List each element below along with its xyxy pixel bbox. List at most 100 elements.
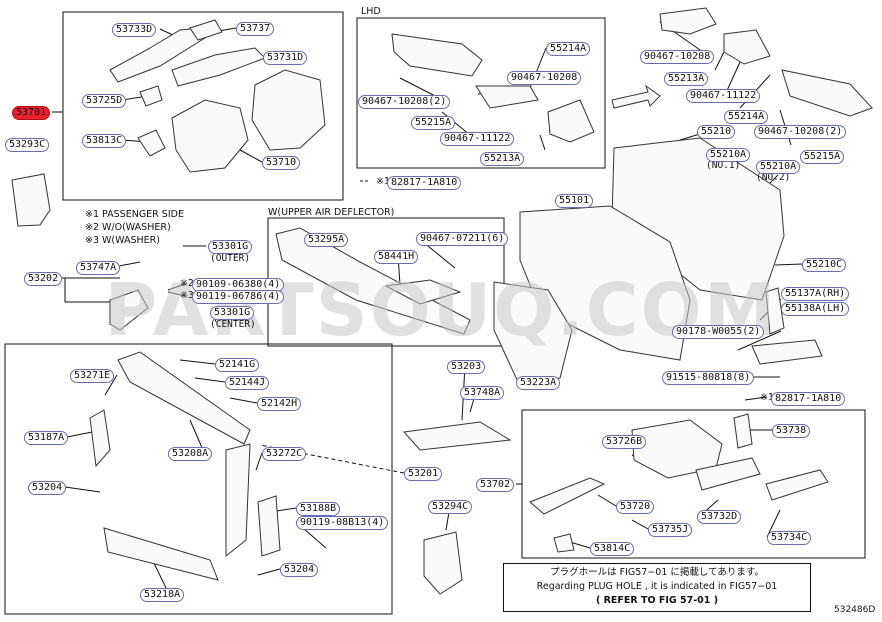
callout-53725D[interactable]: 53725D [82,94,127,108]
callout-55210[interactable]: 55210 [697,125,736,139]
callout-90467-10208-2-b[interactable]: 90467-10208(2) [754,125,847,139]
callout-55213A-a[interactable]: 55213A [480,152,525,166]
part-53735J [529,477,606,515]
callout-55215A-a[interactable]: 55215A [411,116,456,130]
callout-91515-80818[interactable]: 91515-80818(8) [662,371,755,385]
callout-53747A[interactable]: 53747A [76,261,121,275]
callout-53188B[interactable]: 53188B [296,502,341,516]
qualifier-no1: (NO.1) [706,160,741,171]
callout-53301G-center[interactable]: 53301G [210,306,255,320]
frame-front-structure [4,343,393,615]
figure-code: 532486D [834,605,876,615]
callout-53294C[interactable]: 53294C [428,500,473,514]
callout-90467-10208-a[interactable]: 90467-10208 [507,71,582,85]
callout-53204-b[interactable]: 53204 [280,563,319,577]
prefix-90119: ※3 [180,290,194,301]
callout-90467-10208-b[interactable]: 90467-10208 [640,50,715,64]
part-53710 [171,99,249,173]
callout-53187A[interactable]: 53187A [24,431,69,445]
callout-53813C[interactable]: 53813C [82,134,127,148]
part-53202 [109,289,149,331]
callout-53726B[interactable]: 53726B [602,435,647,449]
callout-55210A-1[interactable]: 55210A [706,148,751,162]
callout-53271E[interactable]: 53271E [70,369,115,383]
footnote-2: ※2 W/O(WASHER) [85,222,171,233]
part-55213A-lhd [475,85,539,109]
prefix-90109: ※2 [180,278,194,289]
part-53813C [137,129,166,157]
part-53710-upper [251,69,326,151]
callout-53814C[interactable]: 53814C [590,542,635,556]
callout-52142H[interactable]: 52142H [257,397,302,411]
callout-53710[interactable]: 53710 [262,156,301,170]
callout-55137A[interactable]: 55137A(RH) [781,287,850,301]
part-53187A [89,409,111,468]
callout-58441H[interactable]: 58441H [374,250,419,264]
part-55213A-rhd [659,7,717,35]
callout-53295A[interactable]: 53295A [304,233,349,247]
callout-53202[interactable]: 53202 [24,272,63,286]
callout-53733D[interactable]: 53733D [112,23,157,37]
callout-53732D[interactable]: 53732D [697,510,742,524]
footnote-1: ※1 PASSENGER SIDE [85,209,184,220]
callout-53738[interactable]: 53738 [772,424,811,438]
callout-82817-1A810-a[interactable]: 82817-1A810 [387,176,462,190]
callout-53701[interactable]: 53701 [12,106,51,120]
callout-52144J[interactable]: 52144J [225,376,270,390]
callout-53223A[interactable]: 53223A [516,376,561,390]
callout-90178-W0055[interactable]: 90178-W0055(2) [672,325,765,339]
bracket-53202 [64,277,120,303]
callout-53272C[interactable]: 53272C [262,447,307,461]
prefix-82817-a: ※1 [376,176,390,187]
part-53732D [695,457,761,491]
callout-55210C[interactable]: 55210C [802,258,847,272]
callout-53203[interactable]: 53203 [447,360,486,374]
callout-90467-10208-2-a[interactable]: 90467-10208(2) [358,95,451,109]
label-lhd: LHD [361,6,381,17]
callout-52141G[interactable]: 52141G [215,358,260,372]
part-53734C [765,469,829,501]
frame-lhd [356,17,606,169]
callout-90119-08B13[interactable]: 90119-08B13(4) [296,516,389,530]
plug-hole-note: プラグホールは FIG57−01 に掲載してあります。 Regarding PL… [503,563,811,612]
qualifier-no2: (NO.2) [756,172,791,183]
callout-53301G-outer[interactable]: 53301G [208,240,253,254]
callout-82817-1A810-b[interactable]: 82817-1A810 [771,392,846,406]
part-55101 [519,205,691,361]
part-53814C [553,533,575,553]
part-53203 [402,421,512,451]
part-53223A [493,281,573,383]
callout-53737[interactable]: 53737 [236,22,275,36]
callout-53748A[interactable]: 53748A [460,386,505,400]
callout-55215A-b[interactable]: 55215A [800,150,845,164]
callout-53731D[interactable]: 53731D [263,51,308,65]
callout-53218A[interactable]: 53218A [140,588,185,602]
callout-53204-a[interactable]: 53204 [28,481,67,495]
callout-55214A-b[interactable]: 55214A [724,110,769,124]
callout-53735J[interactable]: 53735J [648,523,693,537]
callout-53208A[interactable]: 53208A [168,447,213,461]
callout-55214A-a[interactable]: 55214A [546,42,591,56]
callout-55101[interactable]: 55101 [555,194,594,208]
callout-53720[interactable]: 53720 [616,500,655,514]
callout-90119-06786[interactable]: 90119-06786(4) [192,290,285,304]
arrow-lhd-to-rhd [611,84,661,109]
label-upper-air-deflector: W(UPPER AIR DEFLECTOR) [268,207,395,218]
callout-55213A-b[interactable]: 55213A [664,72,709,86]
part-55214A-lhd [547,99,595,143]
part-53738 [733,413,753,449]
part-55214A-rhd [723,29,771,65]
callout-90467-07211[interactable]: 90467-07211(6) [416,232,509,246]
callout-53734C[interactable]: 53734C [767,531,812,545]
callout-55138A[interactable]: 55138A(LH) [781,302,850,316]
part-90178 [751,339,823,365]
callout-55210A-2[interactable]: 55210A [756,160,801,174]
callout-90467-11122-b[interactable]: 90467-11122 [686,89,761,103]
part-55215A-rhd [781,69,873,117]
callout-53201[interactable]: 53201 [404,467,443,481]
part-53294C [423,531,463,595]
callout-53293C[interactable]: 53293C [5,138,50,152]
callout-53702[interactable]: 53702 [476,478,515,492]
callout-90467-11122-a[interactable]: 90467-11122 [440,132,515,146]
